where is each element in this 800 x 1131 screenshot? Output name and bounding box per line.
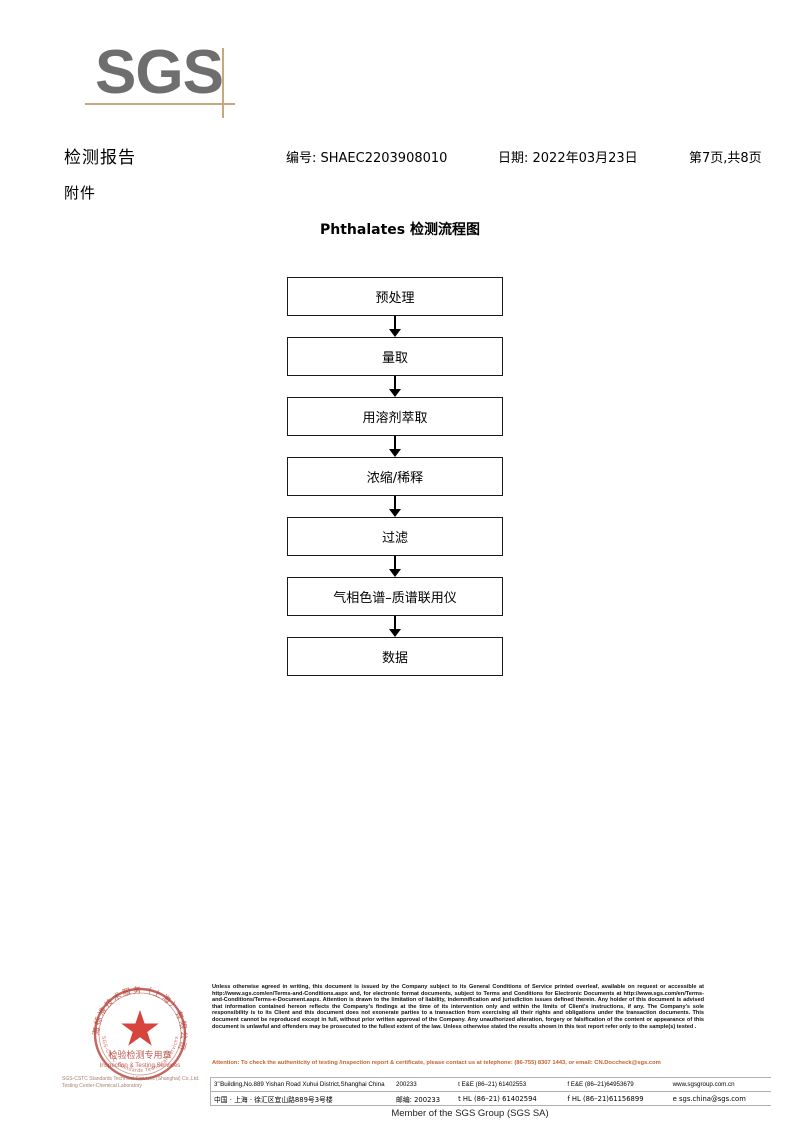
contact-email[interactable]: e sgs.china@sgs.com [672, 1094, 746, 1103]
flow-arrow-2 [287, 376, 503, 397]
flow-step-pretreatment: 预处理 [287, 277, 503, 316]
flow-arrow-1 [287, 316, 503, 337]
contact-website[interactable]: www.sgsgroup.com.cn [672, 1081, 735, 1088]
contact-tel1-cn: t HL (86–21) 61402594 [458, 1094, 537, 1103]
contact-address-cn: 中国 · 上海 · 徐汇区宜山路889号3号楼 [214, 1095, 333, 1104]
logo-vertical-rule [222, 48, 224, 118]
svg-text:检验检测专用章: 检验检测专用章 [108, 1049, 171, 1061]
svg-text:Inspection & Testing Services: Inspection & Testing Services [100, 1062, 181, 1069]
seal-caption-line2: Testing Center-Chemical Laboratory [62, 1083, 143, 1089]
contact-zip-cn: 邮编: 200233 [396, 1095, 441, 1104]
sgs-wordmark: SGS [95, 38, 224, 107]
seal-caption-line1: SGS-CSTC Standards Technical Services (S… [62, 1076, 200, 1082]
contact-tel2-en: f E&E (86–21)64953679 [567, 1081, 634, 1088]
contact-address-en: 3" Building,No.889 Yishan Road Xuhui Dis… [214, 1081, 385, 1088]
flow-arrow-3 [287, 436, 503, 457]
flow-step-gcms: 气相色谱–质谱联用仪 [287, 577, 503, 616]
flow-step-measuring: 量取 [287, 337, 503, 376]
contact-zip-en: 200233 [396, 1081, 417, 1088]
footer-contact-table: 3" Building,No.889 Yishan Road Xuhui Dis… [210, 1077, 771, 1106]
seal-caption: SGS-CSTC Standards Technical Services (S… [62, 1076, 222, 1090]
footer-legal-text: Unless otherwise agreed in writing, this… [212, 984, 704, 1030]
logo-horizontal-rule [85, 103, 235, 105]
report-number: 编号: SHAEC2203908010 [286, 151, 448, 166]
footer-member-text: Member of the SGS Group (SGS SA) [391, 1108, 549, 1119]
contact-tel2-cn: f HL (86–21)61156899 [567, 1094, 644, 1103]
seal-icon: 上海标准技术服务（上海）有限公司 SGS-CSTC Standards Tech… [88, 982, 188, 1081]
page-title: 检测报告 [64, 148, 136, 168]
contact-row-cn: 中国 · 上海 · 徐汇区宜山路889号3号楼 邮编: 200233 t HL … [211, 1092, 771, 1106]
report-date: 日期: 2022年03月23日 [498, 151, 638, 166]
flow-arrow-5 [287, 556, 503, 577]
flow-step-concentration-dilution: 浓缩/稀释 [287, 457, 503, 496]
contact-tel1-en: t E&E (86–21) 61402553 [458, 1081, 527, 1088]
flow-arrow-4 [287, 496, 503, 517]
sgs-logo: SGS [85, 38, 255, 120]
page-indicator: 第7页,共8页 [689, 151, 762, 166]
flowchart-title: Phthalates 检测流程图 [320, 222, 480, 238]
flowchart: 预处理 量取 用溶剂萃取 浓缩/稀释 过滤 气相色谱–质谱联用仪 数据 [287, 277, 503, 676]
flow-step-filtration: 过滤 [287, 517, 503, 556]
flow-step-solvent-extraction: 用溶剂萃取 [287, 397, 503, 436]
attachment-label: 附件 [64, 184, 97, 202]
footer-attention-text: Attention: To check the authenticity of … [212, 1060, 661, 1066]
inspection-seal-stamp: 上海标准技术服务（上海）有限公司 SGS-CSTC Standards Tech… [88, 982, 192, 1086]
flow-arrow-6 [287, 616, 503, 637]
report-header: 检测报告 编号: SHAEC2203908010 日期: 2022年03月23日… [64, 143, 774, 168]
contact-row-en: 3" Building,No.889 Yishan Road Xuhui Dis… [211, 1078, 771, 1092]
flow-step-data: 数据 [287, 637, 503, 676]
